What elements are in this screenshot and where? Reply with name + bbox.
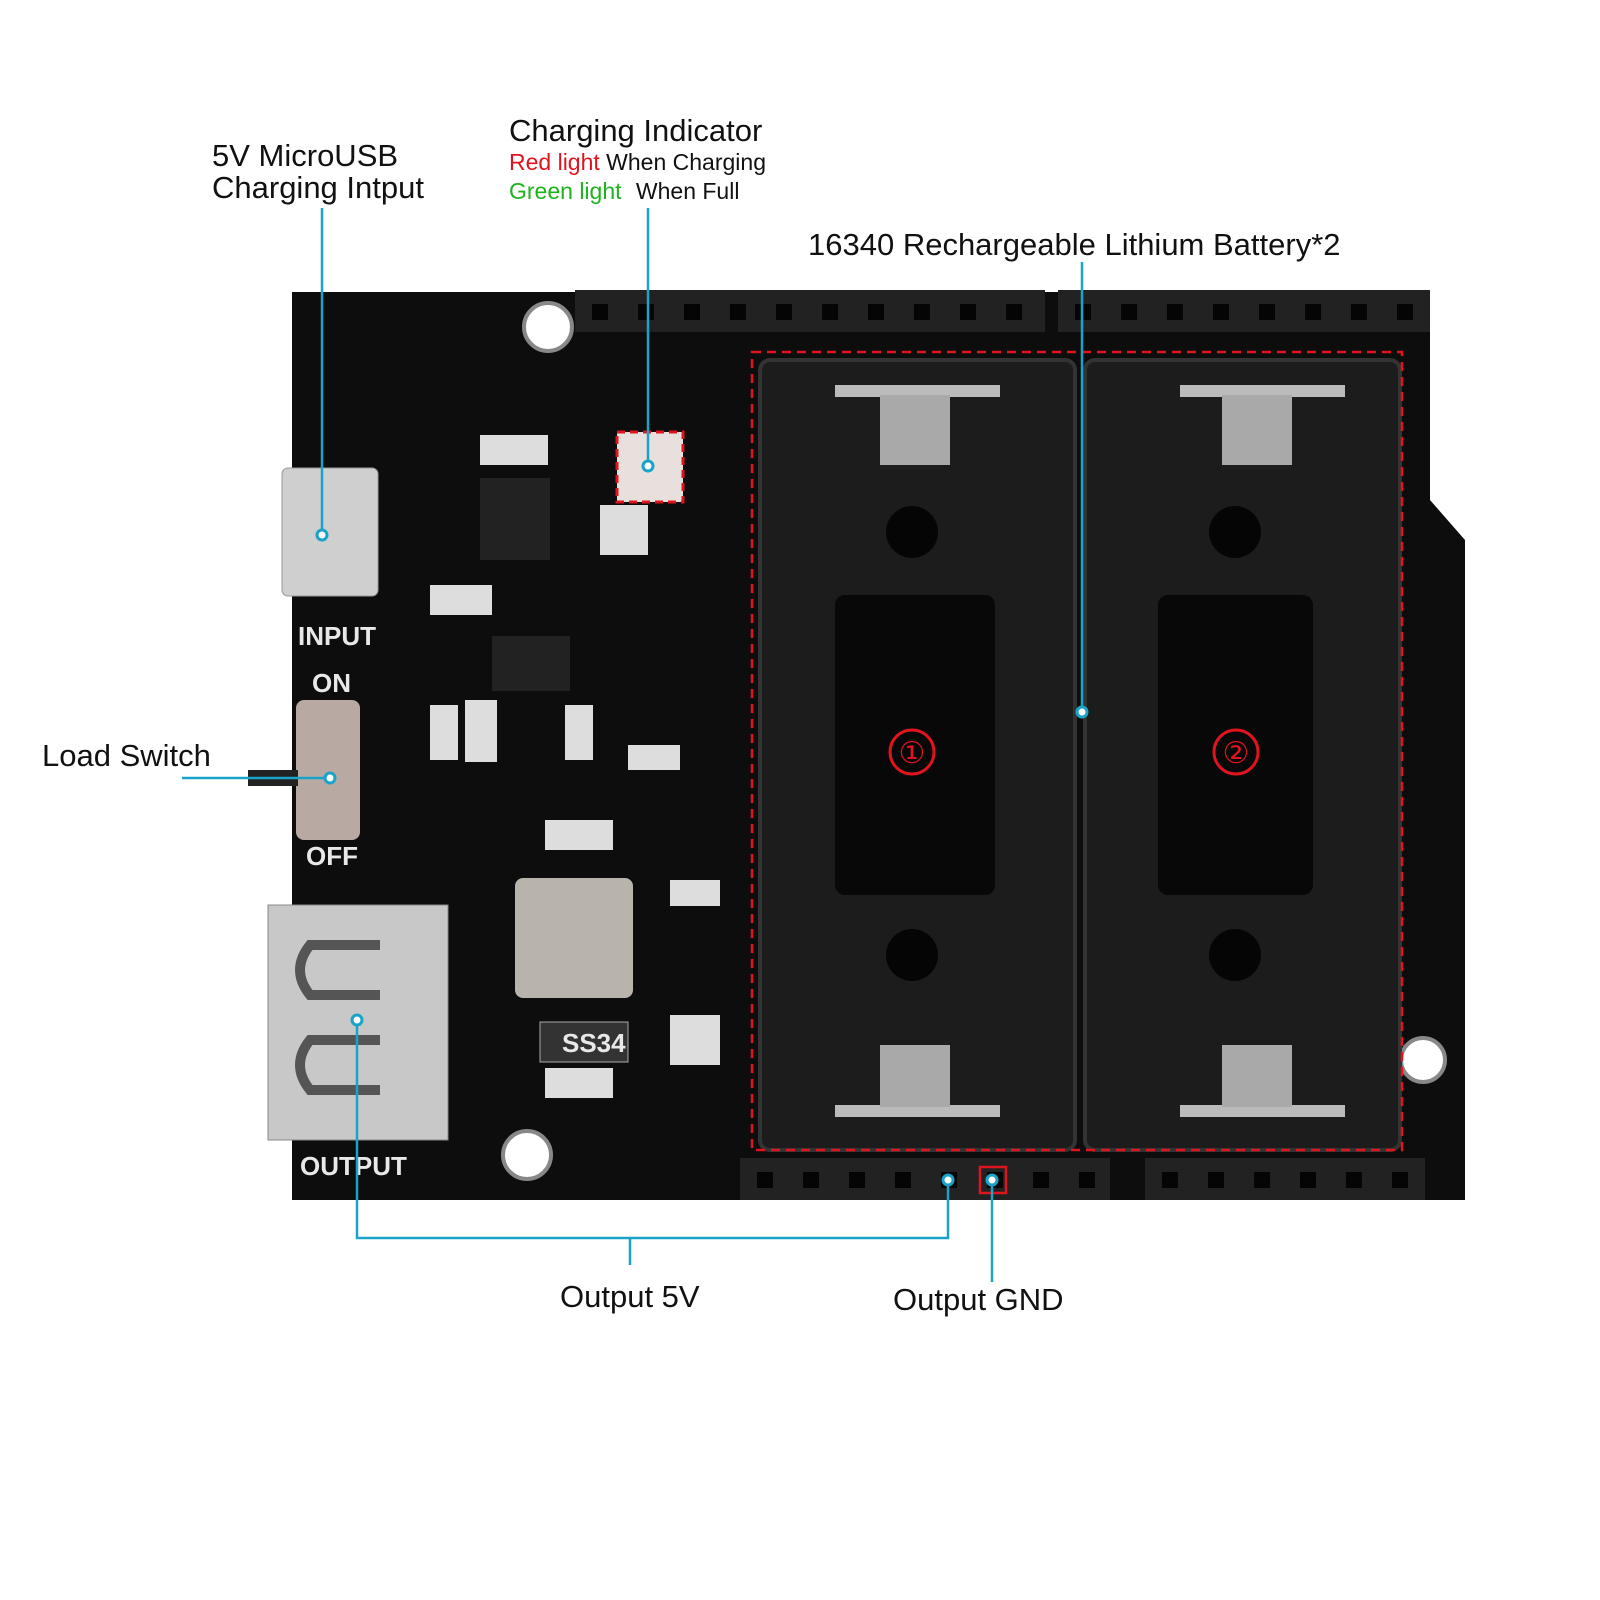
header-pin xyxy=(1006,304,1022,320)
output-5v-callout: Output 5V xyxy=(560,1279,700,1314)
load-switch-callout: Load Switch xyxy=(42,738,211,773)
slide-switch xyxy=(296,700,360,840)
header-pin xyxy=(730,304,746,320)
silk-input: INPUT xyxy=(298,621,376,651)
header-pin xyxy=(849,1172,865,1188)
callout-lines xyxy=(182,208,1089,1282)
header-pin xyxy=(1033,1172,1049,1188)
mount-hole xyxy=(501,1129,553,1181)
header-pin xyxy=(1397,304,1413,320)
header-top-right xyxy=(1058,290,1430,332)
header-pin xyxy=(1392,1172,1408,1188)
header-pin xyxy=(1346,1172,1362,1188)
boost-ic xyxy=(492,636,570,691)
header-pin xyxy=(1162,1172,1178,1188)
indicator-green-line: Green light When Full xyxy=(509,178,739,204)
header-pin xyxy=(803,1172,819,1188)
slot-2-label: ② xyxy=(1223,736,1250,771)
pcb-board: SS34 ① ② INPUT ON xyxy=(248,290,1465,1200)
diode xyxy=(539,1021,629,1063)
diode-label: SS34 xyxy=(562,1028,626,1058)
header-pin xyxy=(1079,1172,1095,1188)
mount-hole xyxy=(1399,1036,1447,1084)
header-pin xyxy=(1259,304,1275,320)
red-suffix: When Charging xyxy=(606,149,766,175)
inductor xyxy=(515,878,633,998)
header-pin xyxy=(895,1172,911,1188)
header-pin xyxy=(638,304,654,320)
header-pin xyxy=(1305,304,1321,320)
header-pin xyxy=(1121,304,1137,320)
mount-hole xyxy=(522,301,574,353)
header-bottom-left xyxy=(740,1158,1110,1200)
header-pin xyxy=(868,304,884,320)
battery-holder-2: ② xyxy=(1083,358,1402,1152)
header-pin xyxy=(776,304,792,320)
header-pin xyxy=(1208,1172,1224,1188)
header-pin xyxy=(960,304,976,320)
indicator-callout-title: Charging Indicator xyxy=(509,113,762,148)
header-pin xyxy=(822,304,838,320)
slot-1-label: ① xyxy=(899,736,926,771)
header-pin xyxy=(914,304,930,320)
micro-usb-port xyxy=(281,467,379,597)
silk-off: OFF xyxy=(306,841,358,871)
silk-on: ON xyxy=(312,668,351,698)
battery-highlight xyxy=(750,350,1404,1152)
green-suffix: When Full xyxy=(636,178,740,204)
header-pin xyxy=(1351,304,1367,320)
header-bottom-right xyxy=(1145,1158,1425,1200)
silk-output: OUTPUT xyxy=(300,1151,407,1181)
header-pin xyxy=(1254,1172,1270,1188)
header-pin xyxy=(757,1172,773,1188)
header-pin xyxy=(592,304,608,320)
green-light-text: Green light xyxy=(509,178,622,204)
usb-callout-line2: Charging Intput xyxy=(212,170,424,205)
charger-ic xyxy=(480,478,550,560)
usb-callout-line1: 5V MicroUSB xyxy=(212,138,398,173)
battery-callout: 16340 Rechargeable Lithium Battery*2 xyxy=(808,227,1341,262)
indicator-red-line: Red light When Charging xyxy=(509,149,766,175)
output-gnd-callout: Output GND xyxy=(893,1282,1064,1317)
header-pin xyxy=(1167,304,1183,320)
red-light-text: Red light xyxy=(509,149,600,175)
header-pin xyxy=(1300,1172,1316,1188)
header-pin xyxy=(684,304,700,320)
header-pin xyxy=(1213,304,1229,320)
battery-holder-1: ① xyxy=(758,358,1077,1152)
